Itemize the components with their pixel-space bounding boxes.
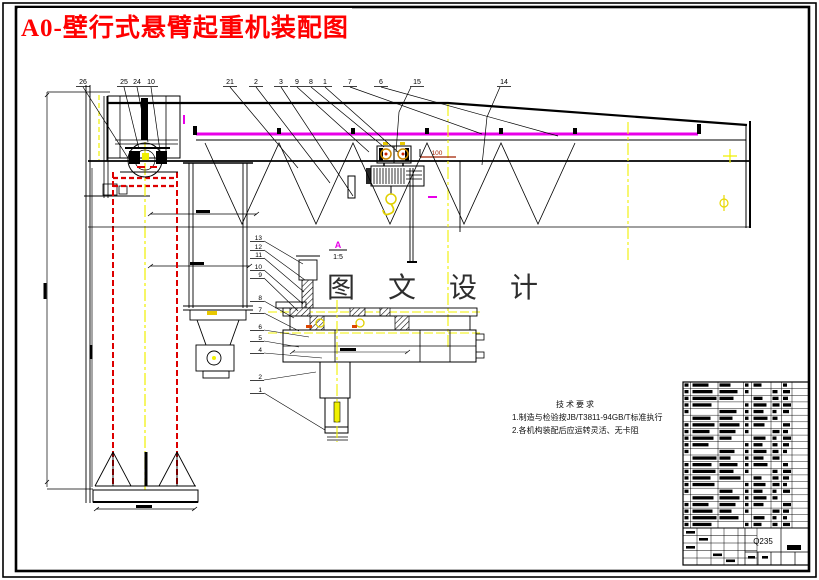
- callout: 7: [258, 307, 262, 314]
- notes-heading: 技术要求: [556, 400, 596, 409]
- callout: 25: [120, 79, 128, 86]
- wall-column: [92, 142, 199, 503]
- callout: 8: [309, 79, 313, 86]
- callout: 2: [254, 79, 258, 86]
- callout: 10: [147, 79, 155, 86]
- callouts-top: 26 25 24 10 21 2 3 9 8 1 7 6 15 14: [76, 79, 559, 197]
- trolley-wheel: [397, 148, 409, 160]
- trolley-wheel: [380, 148, 392, 160]
- technical-notes: 技术要求 1.制造与检验按JB/T3811-94GB/T标准执行 2.各机构装配…: [512, 398, 663, 437]
- callout: 14: [500, 79, 508, 86]
- hook-icon: [382, 203, 395, 216]
- callout: 10: [255, 264, 263, 271]
- callout: 9: [258, 272, 262, 279]
- callout: 3: [279, 79, 283, 86]
- slewing-drive: [107, 95, 181, 178]
- callout: 15: [413, 79, 421, 86]
- callout: 24: [133, 79, 141, 86]
- callout: 1: [258, 387, 262, 394]
- callout: 5: [258, 335, 262, 342]
- notes-line: 2.各机构装配后应运转灵活、无卡阻: [512, 426, 639, 435]
- wall-lines: [84, 85, 150, 503]
- dimension-lines: [43, 91, 260, 512]
- detail-a-letter: A: [335, 240, 342, 250]
- parts-table: Q235: [682, 381, 810, 566]
- hook-eye: [385, 193, 397, 205]
- callout: 12: [255, 244, 263, 251]
- callout: 4: [258, 347, 262, 354]
- dim-100-label: 100: [432, 150, 443, 157]
- drawing-title: A0-壁行式悬臂起重机装配图: [18, 8, 352, 44]
- callout: 6: [258, 324, 262, 331]
- callout: 6: [379, 79, 383, 86]
- callout: 26: [79, 79, 87, 86]
- material-label: Q235: [753, 537, 773, 546]
- callout: 8: [258, 295, 262, 302]
- callout: 9: [295, 79, 299, 86]
- notes-line: 1.制造与检验按JB/T3811-94GB/T标准执行: [512, 413, 663, 422]
- festoon-cable: [204, 142, 576, 225]
- callout: 1: [323, 79, 327, 86]
- callouts-detail: 13 12 11 10 9 8 7 6 5 4 2 1: [250, 235, 326, 431]
- hoist-trolley: [366, 142, 437, 263]
- watermark-text: 图 文 设 计: [327, 273, 552, 304]
- callout: 7: [348, 79, 352, 86]
- detail-a-scale: 1:5: [333, 254, 343, 261]
- callout: 11: [255, 252, 262, 259]
- callout: 13: [255, 235, 263, 242]
- callout: 2: [258, 374, 262, 381]
- callout: 21: [226, 79, 234, 86]
- detail-section-a: A 1:5: [268, 240, 485, 442]
- pivot-mast: [183, 162, 253, 379]
